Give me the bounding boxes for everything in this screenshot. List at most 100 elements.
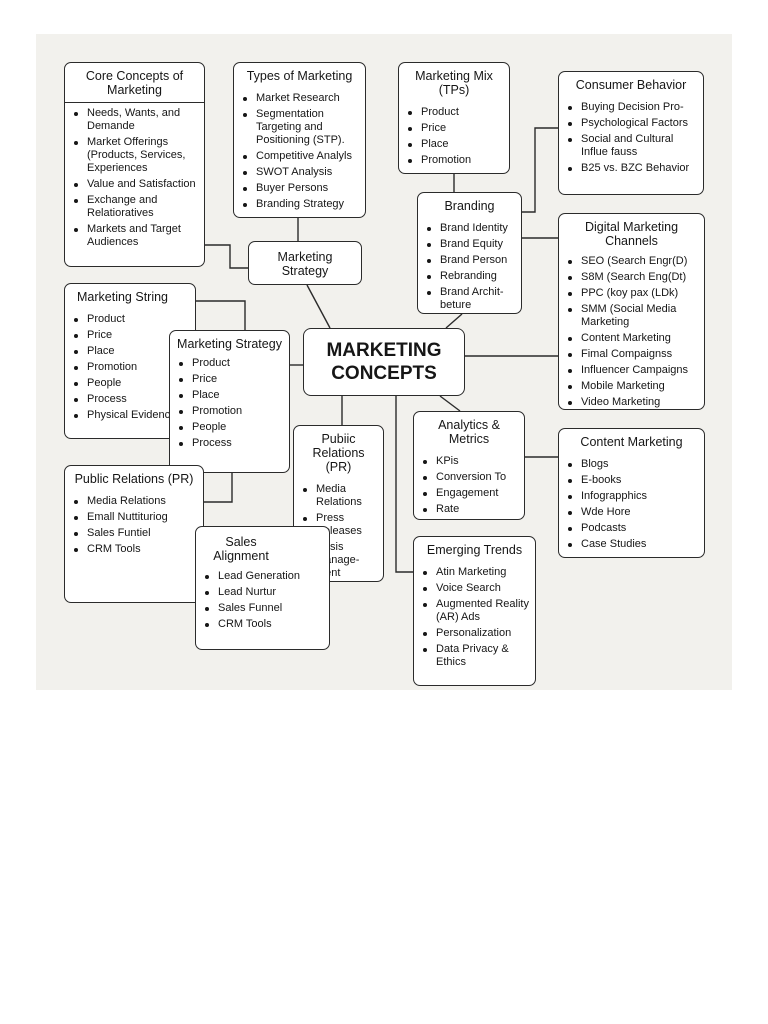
node-item: Mobile Marketing [568,380,700,393]
node-title: Marketing Strategy [177,337,282,351]
node-item: Needs, Wants, and Demande [74,107,200,133]
node-consumer-behavior: Consumer Behavior Buying Decision Pro- Ps… [558,71,704,195]
node-item: Product [179,357,285,370]
node-title: Digital Marketing Channels [584,220,679,248]
node-item: Data Privacy & Ethics [423,643,531,669]
node-item: Lead Nurtur [205,586,325,599]
node-item: Podcasts [568,522,700,535]
node-item: Emall Nuttituriog [74,511,199,524]
node-item: Wde Hore [568,506,700,519]
node-item: Place [74,345,191,358]
node-item: Segmentation Targeting and Positioning (… [243,108,361,147]
node-item: Physical Evidence [74,409,191,422]
node-item: SWOT Analysis [243,166,361,179]
node-title: Consumer Behavior [575,78,687,92]
node-item: Brand Equity [427,238,517,251]
node-item: Engagement [423,487,520,500]
node-item: Place [408,138,505,151]
node-item: Brand Archit-beture [427,286,517,312]
node-item: Personalization [423,627,531,640]
node-item: Process [74,393,191,406]
node-title: Emerging Trends [426,543,523,557]
node-item: Influencer Campaigns [568,364,700,377]
node-item: Lead Generation [205,570,325,583]
node-item: Rebranding [427,270,517,283]
central-topic: MARKETING CONCEPTS [303,328,465,396]
node-item: Market Research [243,92,361,105]
node-title: Public Relations (PR) [74,472,194,486]
node-item: CRM Tools [74,543,199,556]
node-item: Augmented Reality (AR) Ads [423,598,531,624]
node-title: Pubiic Relations (PR) [312,432,365,474]
node-item: Case Studies [568,538,700,551]
node-item: Conversion To [423,471,520,484]
node-item: Product [408,106,505,119]
node-item: Place [179,389,285,402]
node-item: Exchange and Relatioratives [74,194,200,220]
node-item: Price [179,373,285,386]
node-item: Social and Cultural Influe fauss [568,133,699,159]
node-item: Psychological Factors [568,117,699,130]
node-items: SEO (Search Engr(D) S8M (Search Eng(Dt) PP… [559,253,704,409]
node-title: Sales Alignment [213,535,269,563]
node-title: Marketing Mix (TPs) [415,69,493,97]
node-item: PPC (koy pax (LDk) [568,287,700,300]
node-item: Rate [423,503,520,516]
node-item: KPis [423,455,520,468]
node-item: People [179,421,285,434]
node-item: Price [408,122,505,135]
node-item: S8M (Search Eng(Dt) [568,271,700,284]
node-item: Content Marketing [568,332,700,345]
node-title: Types of Marketing [246,69,353,83]
node-item: Branding Strategy [243,198,361,211]
node-item: Promotion [408,154,505,167]
node-items: Buying Decision Pro- Psychological Factor… [559,97,703,182]
node-item: Buying Decision Pro- [568,101,699,114]
node-title: Marketing String [77,290,169,304]
node-title: Core Concepts of Marketing [65,63,204,103]
node-item: Promotion [74,361,191,374]
central-topic-line1: MARKETING [326,340,442,361]
node-item: Blogs [568,458,700,471]
node-title: Marketing Strategy [277,250,333,278]
node-item: Process [179,437,285,450]
node-item: E-books [568,474,700,487]
central-topic-line2: CONCEPTS [331,363,437,384]
node-item: Voice Search [423,582,531,595]
node-item: B25 vs. BZC Behavior [568,162,699,175]
node-item: Infograpphics [568,490,700,503]
node-item: Media Relations [303,483,379,509]
node-item: Promotion [179,405,285,418]
node-item: Media Relations [74,495,199,508]
node-item: Sales Funnel [205,602,325,615]
node-item: Atin Marketing [423,566,531,579]
node-item: SMM (Social Media Marketing [568,303,700,329]
node-item: Video Marketing [568,396,700,409]
node-item: Product [74,313,191,326]
node-item: Sales Funtiel [74,527,199,540]
node-title: Branding [444,199,495,213]
node-item: Fimal Compaignss [568,348,700,361]
node-item: Brand Person [427,254,517,267]
node-item: SEO (Search Engr(D) [568,255,700,268]
node-title: Content Marketing [580,435,683,449]
node-item: Price [74,329,191,342]
node-item: Market Offerings (Products, Services, Ex… [74,136,200,175]
node-item: Competitive Analyls [243,150,361,163]
